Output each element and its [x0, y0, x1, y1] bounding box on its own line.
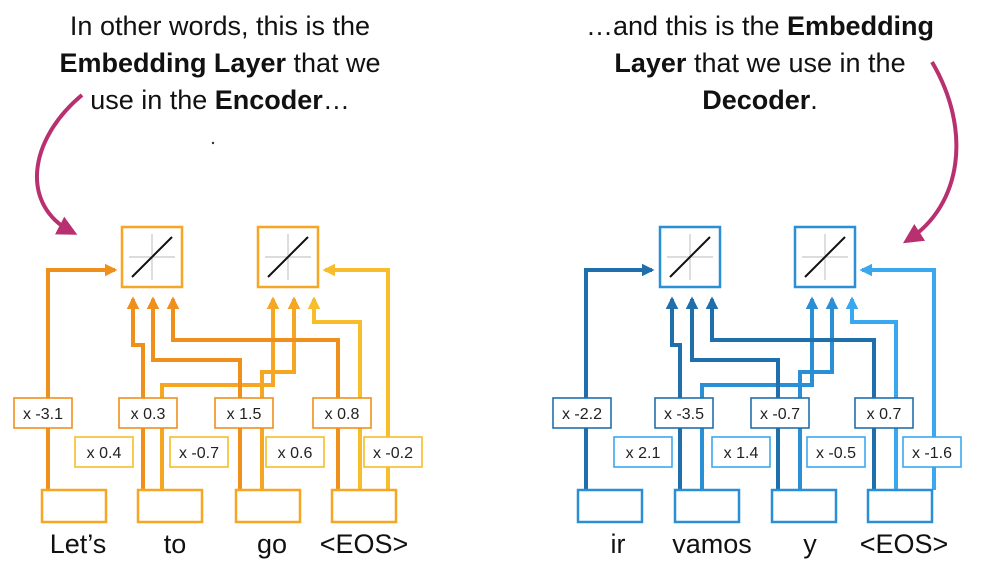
encoder-weight-bottom-1-label: x 0.4	[87, 445, 122, 462]
encoder-caption-line1: In other words, this is the	[69, 11, 371, 41]
encoder-connection-3	[126, 296, 145, 490]
decoder-weight-top-1-label: x -2.2	[562, 406, 602, 423]
decoder-weight-top-2-box	[654, 397, 714, 429]
encoder-token-3: go	[257, 529, 287, 559]
decoder-token-1: ir	[611, 529, 626, 559]
decoder-weight-top-4: x 0.7	[854, 397, 914, 429]
decoder-connection-6	[798, 296, 839, 490]
encoder-weight-bottom-4-box	[363, 436, 423, 468]
encoder-token-2: to	[164, 529, 187, 559]
decoder-weight-bottom-1: x 2.1	[613, 436, 673, 468]
decoder-weight-bottom-4-label: x -1.6	[912, 445, 952, 462]
encoder-activation-line-1	[131, 236, 173, 278]
encoder-weight-top-2: x 0.3	[118, 397, 178, 429]
decoder-weight-bottom-3-label: x -0.5	[816, 445, 856, 462]
decoder-weight-top-1-box	[552, 397, 612, 429]
decoder-activation-line-1	[669, 236, 711, 278]
decoder-token-3: y	[803, 529, 817, 559]
decoder-weight-bottom-1-label: x 2.1	[626, 445, 661, 462]
encoder-weight-top-4: x 0.8	[312, 397, 372, 429]
encoder-weight-bottom-2-label: x -0.7	[179, 445, 219, 462]
encoder-weight-bottom-3: x 0.6	[265, 436, 325, 468]
encoder-weight-top-4-label: x 0.8	[325, 406, 360, 423]
decoder-weight-bottom-2: x 1.4	[711, 436, 771, 468]
encoder-caption-line3-post: …	[322, 85, 350, 115]
encoder-connection-6	[260, 296, 301, 490]
encoder-weight-top-2-label: x 0.3	[131, 406, 166, 423]
decoder-weight-top-4-label: x 0.7	[867, 406, 902, 423]
encoder-weight-top-2-box	[118, 397, 178, 429]
encoder-weight-top-3-box	[214, 397, 274, 429]
encoder-activation-line-2	[267, 236, 309, 278]
encoder-weight-bottom-3-label: x 0.6	[278, 445, 313, 462]
decoder-weight-top-3-label: x -0.7	[760, 406, 800, 423]
decoder-caption-bold-3: Decoder	[702, 85, 811, 115]
encoder-weight-bottom-2: x -0.7	[169, 436, 229, 468]
encoder-weight-bottom-3-box	[265, 436, 325, 468]
decoder-caption-line2: that we use in the	[686, 48, 906, 78]
encoder-connection-2	[322, 263, 390, 490]
decoder-pointer-arrow	[902, 60, 959, 244]
encoder-input-box-4	[330, 488, 398, 524]
encoder-input-box-3	[234, 488, 302, 524]
encoder-input-box-1	[40, 488, 108, 524]
decoder-connection-2	[859, 263, 936, 490]
encoder-weight-top-3: x 1.5	[214, 397, 274, 429]
decoder-weight-bottom-1-box	[613, 436, 673, 468]
decoder-weight-bottom-3-box	[806, 436, 866, 468]
decoder-caption-line3-post: .	[810, 85, 818, 115]
decoder-caption-bold-1: Embedding	[787, 11, 935, 41]
decoder-caption-line1-pre: …and this is the	[585, 11, 788, 41]
decoder-weight-top-2-label: x -3.5	[664, 406, 704, 423]
decoder-input-box-2	[673, 488, 741, 524]
encoder-token-1: Let’s	[50, 529, 107, 559]
decoder-input-box-4	[866, 488, 934, 524]
encoder-weight-top-1-label: x -3.1	[23, 406, 63, 423]
encoder-weight-bottom-1: x 0.4	[74, 436, 134, 468]
decoder-weight-bottom-2-label: x 1.4	[724, 445, 759, 462]
decoder-weight-top-3: x -0.7	[750, 397, 810, 429]
encoder-caption-bold-2: Encoder	[214, 85, 323, 115]
encoder-input-box-2	[136, 488, 204, 524]
decoder-weight-top-3-box	[750, 397, 810, 429]
encoder-weight-top-4-box	[312, 397, 372, 429]
decoder-token-2: vamos	[672, 529, 752, 559]
decoder-input-box-3	[770, 488, 838, 524]
encoder-weight-bottom-4: x -0.2	[363, 436, 423, 468]
decoder-weight-bottom-2-box	[711, 436, 771, 468]
stray-dot	[211, 141, 215, 145]
encoder-caption: In other words, this is the Embedding La…	[20, 8, 420, 119]
encoder-weight-bottom-1-box	[74, 436, 134, 468]
encoder-token-4: <EOS>	[320, 529, 409, 559]
encoder-weight-bottom-2-box	[169, 436, 229, 468]
decoder-weight-top-1: x -2.2	[552, 397, 612, 429]
encoder-pointer-arrow	[35, 93, 84, 235]
encoder-caption-bold-1: Embedding Layer	[59, 48, 286, 78]
decoder-input-box-1	[576, 488, 644, 524]
encoder-caption-line2: that we	[285, 48, 381, 78]
decoder-weight-bottom-4: x -1.6	[902, 436, 962, 468]
decoder-caption: …and this is the Embedding Layer that we…	[545, 8, 975, 119]
decoder-connection-3	[665, 296, 682, 490]
encoder-weight-top-3-label: x 1.5	[227, 406, 262, 423]
decoder-activation-line-2	[804, 236, 846, 278]
decoder-weight-top-2: x -3.5	[654, 397, 714, 429]
encoder-weight-top-1-box	[13, 397, 73, 429]
encoder-network: x -3.1 x 0.3 x 1.5 x 0.8 x 0.4 x -0.7 x 0.6 x -…	[13, 225, 423, 559]
decoder-caption-bold-2: Layer	[614, 48, 687, 78]
decoder-weight-bottom-3: x -0.5	[806, 436, 866, 468]
decoder-weight-bottom-4-box	[902, 436, 962, 468]
decoder-network: x -2.2 x -3.5 x -0.7 x 0.7 x 2.1 x 1.4 x -0.5 x…	[552, 225, 962, 559]
encoder-weight-top-1: x -3.1	[13, 397, 73, 429]
decoder-token-4: <EOS>	[860, 529, 949, 559]
decoder-weight-top-4-box	[854, 397, 914, 429]
encoder-weight-bottom-4-label: x -0.2	[373, 445, 413, 462]
encoder-caption-line3-pre: use in the	[90, 85, 215, 115]
